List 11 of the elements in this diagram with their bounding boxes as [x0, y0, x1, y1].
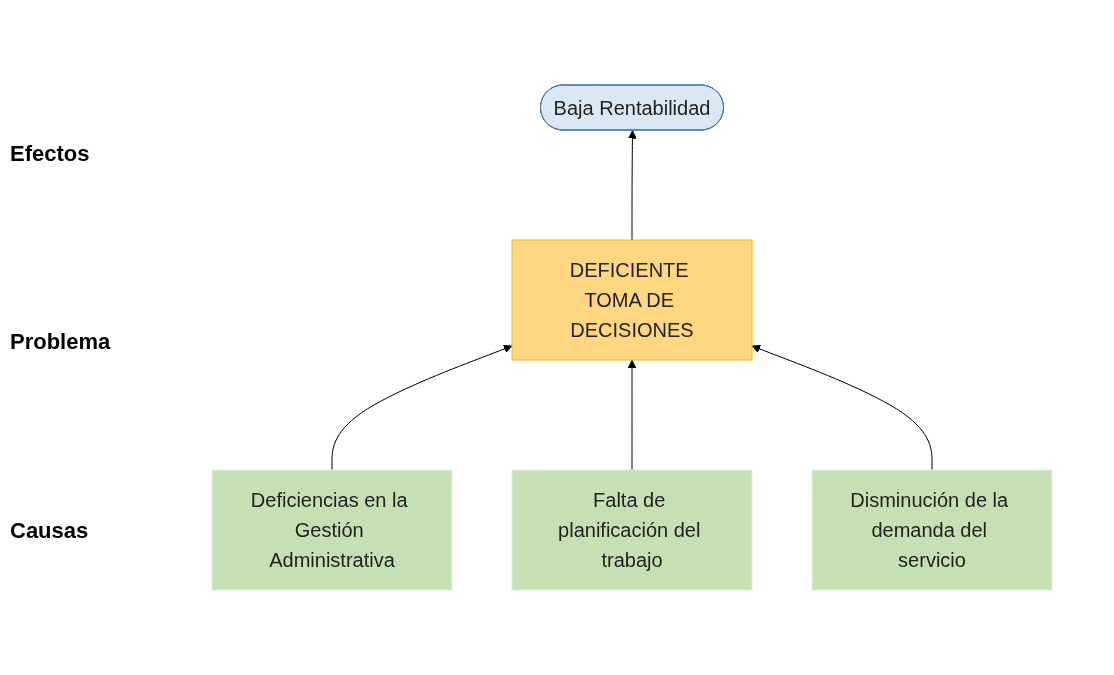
node-box: DEFICIENTE TOMA DE DECISIONES: [511, 239, 753, 361]
arrow: [331, 344, 513, 471]
row-label: Causas: [10, 517, 90, 544]
row-label: Efectos: [10, 141, 91, 168]
row-label: Problema: [10, 329, 112, 356]
arrow: [751, 344, 933, 471]
node-box: Falta de planificación del trabajo: [511, 469, 753, 591]
node-box: Disminución de la demanda del servicio: [811, 469, 1053, 591]
node-box: Deficiencias en la Gestión Administrativa: [211, 469, 453, 591]
arrow: [628, 130, 637, 241]
arrow: [627, 359, 637, 471]
